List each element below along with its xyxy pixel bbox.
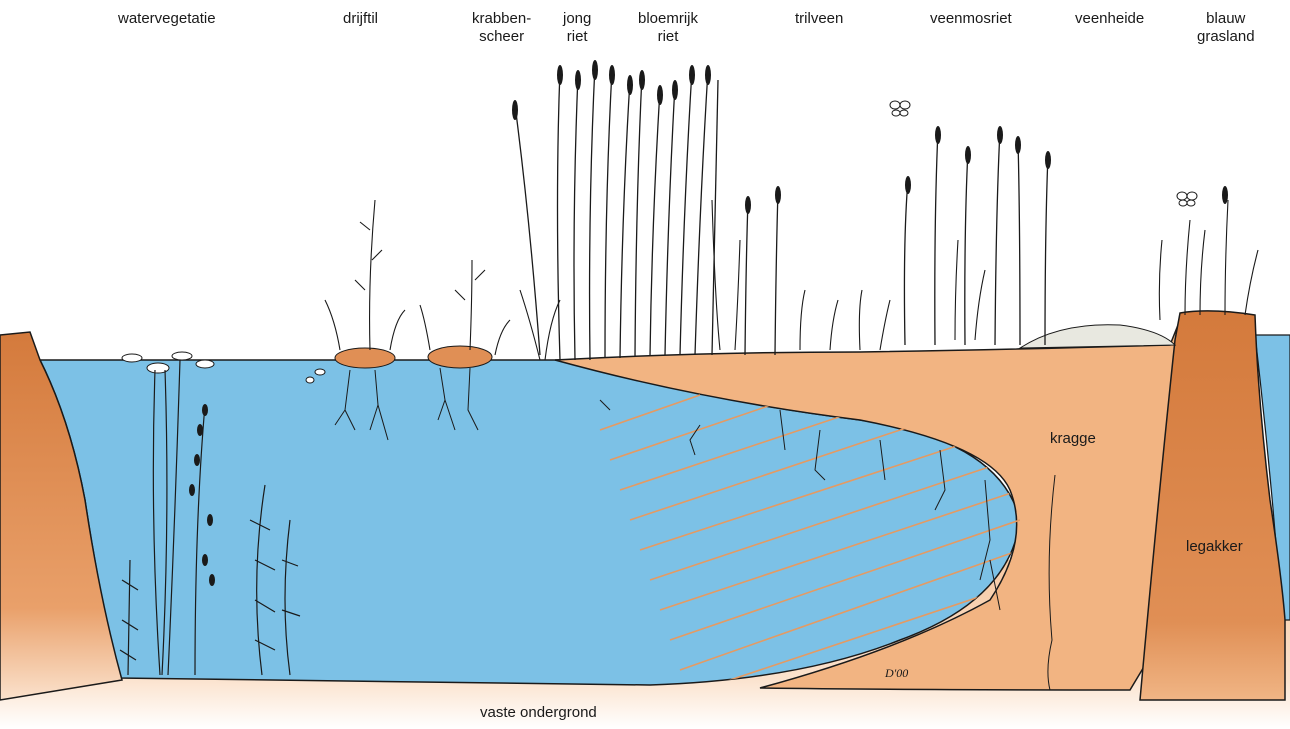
heath-mound (1020, 325, 1175, 348)
label-bloemrijk-riet-line2: riet (638, 28, 698, 46)
label-veenmosriet: veenmosriet (930, 10, 1012, 28)
label-drijftil: drijftil (343, 10, 378, 28)
label-jong-riet-line2: riet (563, 28, 591, 46)
label-blauw-grasland: blauw grasland (1197, 10, 1255, 46)
label-watervegetatie: watervegetatie (118, 10, 216, 28)
label-krabbenscheer-line2: scheer (472, 28, 531, 46)
butterfly (890, 101, 910, 116)
reed-plumes (512, 60, 1228, 214)
label-vaste-ondergrond: vaste ondergrond (480, 704, 597, 721)
reeds (515, 65, 1048, 360)
label-jong-riet: jong riet (563, 10, 591, 46)
label-kragge: kragge (1050, 430, 1096, 447)
label-trilveen: trilveen (795, 10, 843, 28)
label-krabbenscheer-line1: krabben- (472, 10, 531, 28)
label-blauw-grasland-line2: grasland (1197, 28, 1255, 46)
floating-island (335, 348, 395, 368)
floating-island (428, 346, 492, 368)
label-jong-riet-line1: jong (563, 10, 591, 28)
butterfly (1177, 192, 1197, 206)
label-blauw-grasland-line1: blauw (1197, 10, 1255, 28)
artist-signature: D'00 (884, 666, 908, 680)
label-veenheide: veenheide (1075, 10, 1144, 28)
label-legakker: legakker (1186, 538, 1243, 555)
label-krabbenscheer: krabben- scheer (472, 10, 531, 46)
label-bloemrijk-riet: bloemrijk riet (638, 10, 698, 46)
label-bloemrijk-riet-line1: bloemrijk (638, 10, 698, 28)
